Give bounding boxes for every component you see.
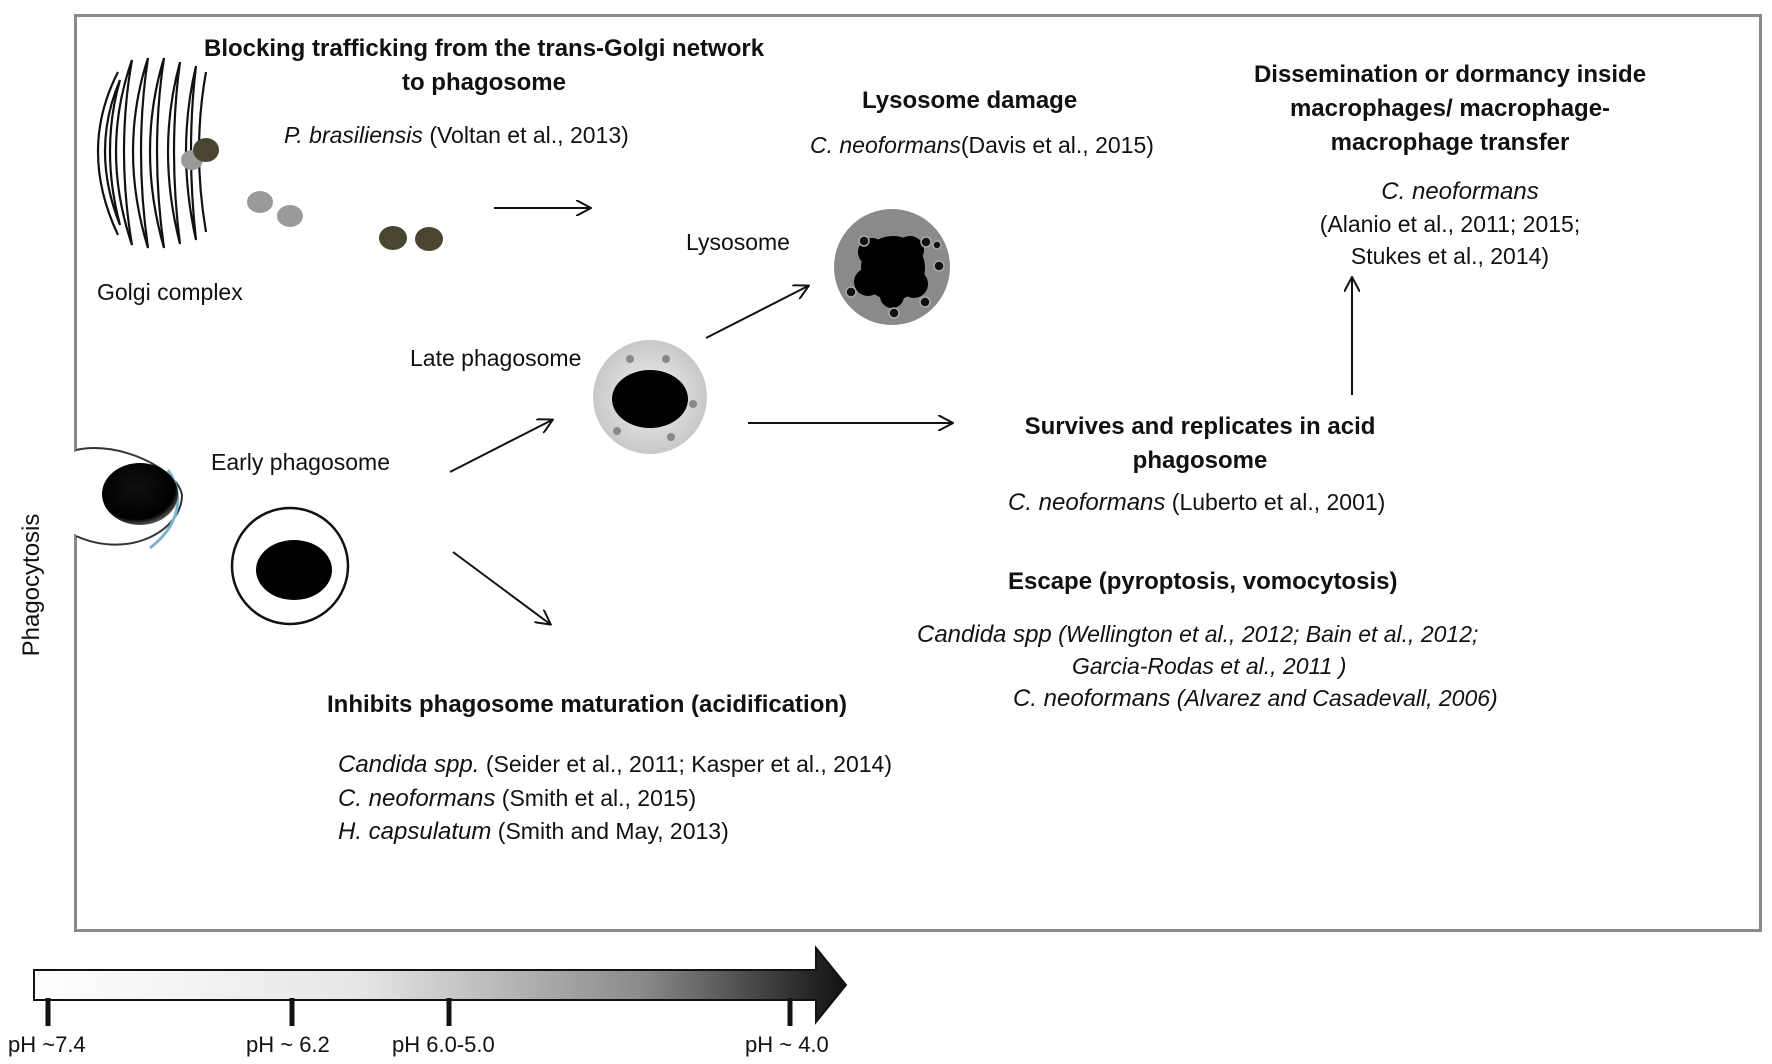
golgi-label: Golgi complex xyxy=(97,279,243,305)
lysosome-label: Lysosome xyxy=(686,229,790,255)
dissemination-ref-1: (Alanio et al., 2011; 2015; xyxy=(1319,211,1581,237)
escape-citation-2: Garcia-Rodas et al., 2011 ) xyxy=(1072,653,1347,679)
vesicles xyxy=(181,138,443,251)
late-phagosome-icon xyxy=(593,340,707,454)
inhibit-heading: Inhibits phagosome maturation (acidifica… xyxy=(327,691,848,718)
golgi-heading: Blocking trafficking from the trans-Golg… xyxy=(204,35,765,96)
inhibit-item: Candida spp. (Seider et al., 2011; Kaspe… xyxy=(338,751,892,778)
inhibit-item: H. capsulatum (Smith and May, 2013) xyxy=(338,818,729,845)
arrow-late-to-lysosome xyxy=(705,286,808,339)
survives-heading: Survives and replicates in acid phagosom… xyxy=(1024,413,1376,474)
golgi-citation: P. brasiliensis (Voltan et al., 2013) xyxy=(284,122,629,148)
escape-heading: Escape (pyroptosis, vomocytosis) xyxy=(1008,568,1398,595)
ph-label: pH ~ 4.0 xyxy=(745,1032,829,1057)
early-phagosome-label: Early phagosome xyxy=(211,449,390,475)
lysosome-damage-citation: C. neoformans(Davis et al., 2015) xyxy=(810,132,1154,158)
lysosome-damage-heading: Lysosome damage xyxy=(862,87,1078,114)
phagocytosis-label: Phagocytosis xyxy=(18,513,45,657)
ph-label: pH ~ 6.2 xyxy=(246,1032,330,1057)
late-phagosome-label: Late phagosome xyxy=(410,345,582,371)
early-phagosome-icon xyxy=(230,506,350,626)
ph-scale-arrow xyxy=(33,945,848,1026)
ph-label: pH ~7.4 xyxy=(8,1032,86,1057)
dissemination-ref-2: Stukes et al., 2014) xyxy=(1350,243,1550,269)
ph-label: pH 6.0-5.0 xyxy=(392,1032,495,1057)
escape-citation-1: Candida spp (Wellington et al., 2012; Ba… xyxy=(917,621,1479,648)
arrow-early-to-inhibit xyxy=(452,551,550,624)
inhibit-item: C. neoformans (Smith et al., 2015) xyxy=(338,785,697,812)
dissemination-species: C. neoformans xyxy=(1381,178,1539,205)
dissemination-heading: Dissemination or dormancy inside macroph… xyxy=(1253,61,1647,156)
arrow-early-to-late xyxy=(449,420,552,473)
golgi-complex-icon xyxy=(96,57,208,249)
escape-citation-3: C. neoformans (Alvarez and Casadevall, 2… xyxy=(1013,685,1498,712)
lysosome-icon xyxy=(834,209,950,325)
survives-citation: C. neoformans (Luberto et al., 2001) xyxy=(1008,489,1386,516)
phagocytosis-cup-icon xyxy=(73,447,184,550)
